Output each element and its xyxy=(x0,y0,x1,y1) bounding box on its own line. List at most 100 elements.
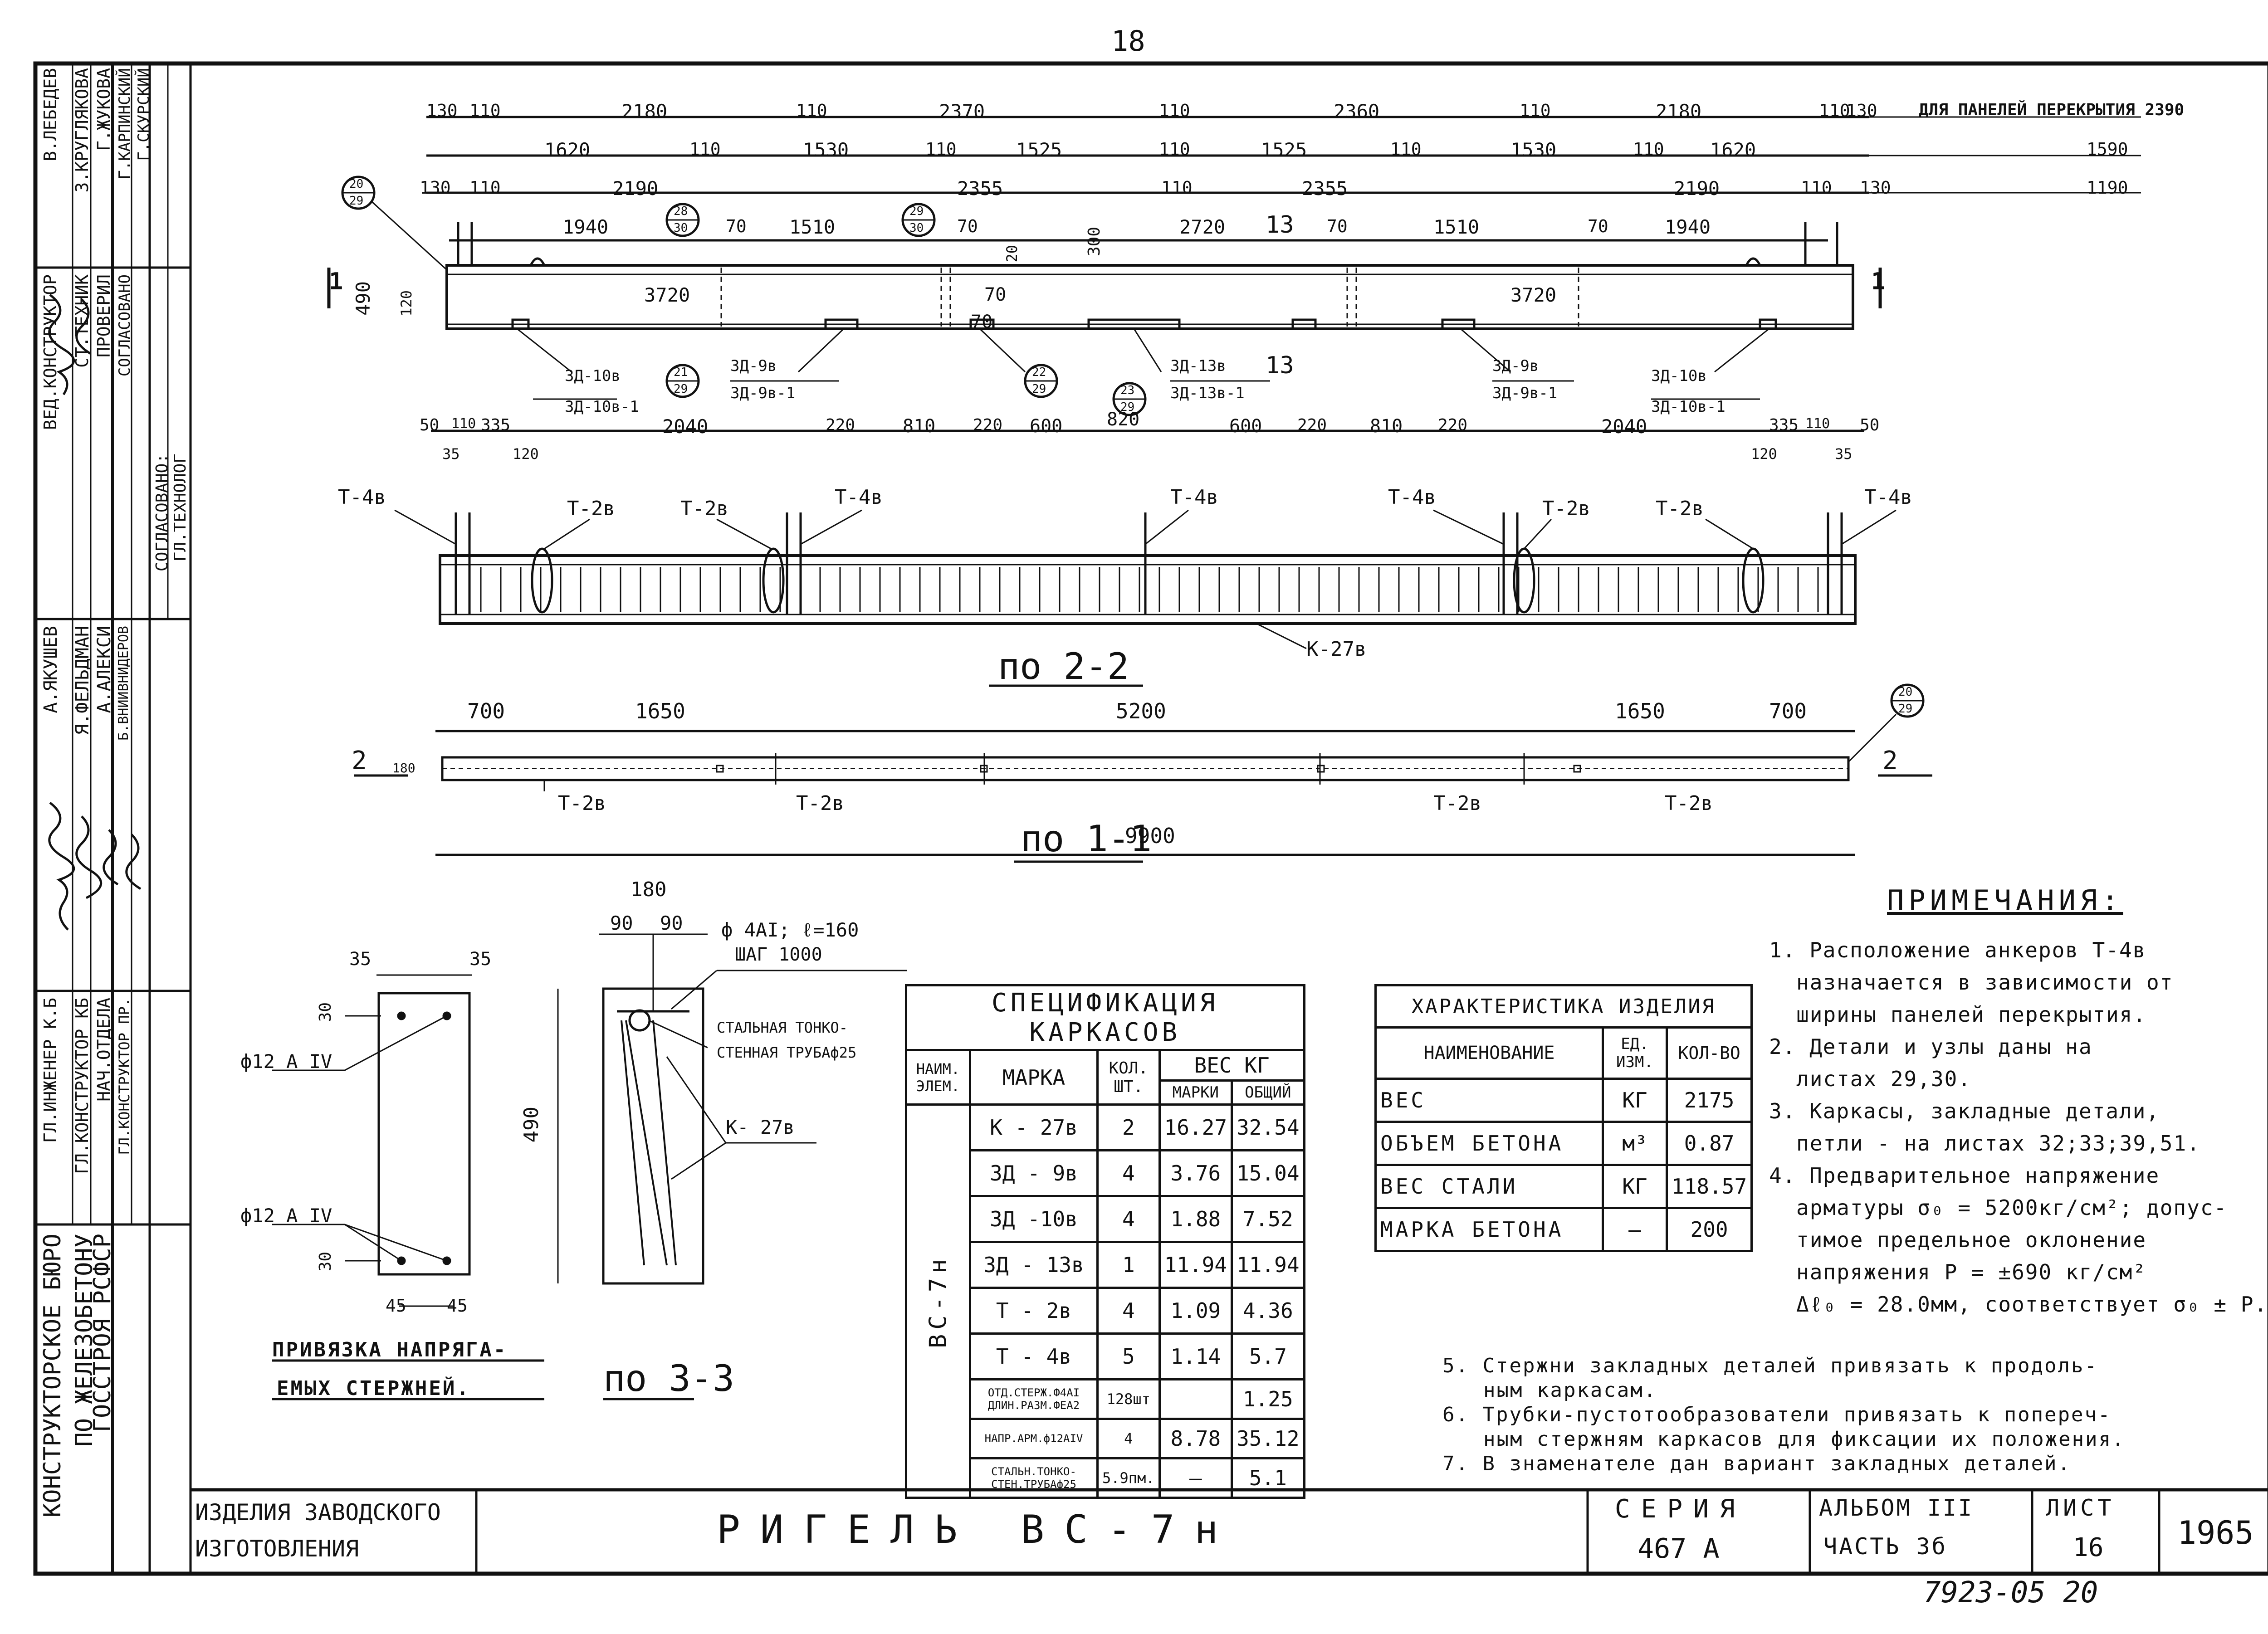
dim-2190: 2190 xyxy=(612,177,659,200)
dim-2360-top: 2360 xyxy=(1334,100,1380,122)
char-h-unit: ЕД. ИЗМ. xyxy=(1602,1026,1668,1080)
bubble-29c: 29 xyxy=(674,382,688,396)
s33-dim-490: 490 xyxy=(520,1107,543,1143)
s33-note-step: ШАГ 1000 xyxy=(735,944,822,965)
tb-sheet-label: ЛИСТ xyxy=(2046,1495,2115,1521)
spec-qty: 5.9пм. xyxy=(1096,1457,1161,1499)
t2v-4: Т-2в xyxy=(1656,497,1704,520)
role-chief-engineer: ГЛ.ИНЖЕНЕР К.Б xyxy=(40,998,60,1143)
dim-130-r3: 130 xyxy=(420,178,451,198)
spec-qty: 5 xyxy=(1096,1332,1161,1380)
s33-note-phi4: ф 4АI; ℓ=160 xyxy=(721,919,859,941)
caption-section-1-1: по 1-1 xyxy=(1021,818,1152,860)
note-line: Δℓ₀ = 28.0мм, соответствует σ₀ ± P. xyxy=(1796,1292,2268,1317)
dim-1530-2: 1530 xyxy=(1510,139,1557,161)
dim-b-810: 810 xyxy=(903,416,936,437)
dim-b-810-2: 810 xyxy=(1370,416,1403,437)
plan-cut-left: 2 xyxy=(352,746,367,776)
dim-110-top-2: 110 xyxy=(796,101,827,121)
char-qty: 200 xyxy=(1665,1207,1753,1252)
part-3d-13v-1: 3Д-13в-1 xyxy=(1170,384,1245,402)
spec-mark: СТАЛЬН.ТОНКО-СТЕН.ТРУБАф25 xyxy=(969,1457,1099,1499)
char-name: МАРКА БЕТОНА xyxy=(1374,1207,1604,1252)
dim-130-r3-2: 130 xyxy=(1860,178,1891,198)
char-table: ХАРАКТЕРИСТИКА ИЗДЕЛИЯ НАИМЕНОВАНИЕ ЕД. … xyxy=(1374,984,1753,1252)
part-3d-9v: 3Д-9в xyxy=(730,357,777,375)
dim-1940: 1940 xyxy=(562,216,609,238)
role-dept-head: НАЧ.ОТДЕЛА xyxy=(94,998,114,1102)
bubble-29e: 29 xyxy=(1120,400,1135,414)
spec-weight-total: 1.25 xyxy=(1231,1378,1305,1420)
bubble-30b: 30 xyxy=(909,221,924,235)
part-3d-10v-1-b: 3Д-10в-1 xyxy=(1651,398,1725,416)
bubble-29: 29 xyxy=(349,194,364,208)
dim-b-600: 600 xyxy=(1030,416,1063,437)
notes-title: ПРИМЕЧАНИЯ: xyxy=(1887,884,2123,917)
dim-1510-2: 1510 xyxy=(1433,216,1480,238)
spec-weight-mark: 11.94 xyxy=(1158,1241,1233,1289)
note-wide-line: 6. Трубки-пустотообразователи привязать … xyxy=(1442,1403,2112,1426)
char-qty: 2175 xyxy=(1665,1078,1753,1123)
spec-mark: НАПР.АРМ.ф12АIV xyxy=(969,1418,1099,1459)
dim-1620: 1620 xyxy=(544,139,591,161)
s33-tube-2: СТЕННАЯ ТРУБАф25 xyxy=(717,1044,857,1061)
note-line: напряжения P = ±690 кг/см² xyxy=(1796,1260,2147,1284)
page-number: 18 xyxy=(1111,24,1145,58)
dim-1530: 1530 xyxy=(803,139,849,161)
tb-part: ЧАСТЬ 3б xyxy=(1823,1533,1947,1560)
spec-qty: 128шт xyxy=(1096,1378,1161,1420)
signatures xyxy=(48,294,142,931)
stamp-number: 7923-05 20 xyxy=(1923,1576,2098,1610)
spec-h-wtotal: ОБЩИЙ xyxy=(1231,1079,1305,1106)
name-lebedev: В.ЛЕБЕДЕВ xyxy=(40,68,60,161)
spec-qty: 4 xyxy=(1096,1418,1161,1459)
char-h-name: НАИМЕНОВАНИЕ xyxy=(1374,1026,1604,1080)
dim-b-50: 50 xyxy=(420,416,440,434)
tb-series-label: СЕРИЯ xyxy=(1615,1494,1746,1524)
agreed-label: СОГЛАСОВАНО: xyxy=(153,454,171,572)
spec-table: СПЕЦИФИКАЦИЯ КАРКАСОВ НАИМ. ЭЛЕМ. МАРКА … xyxy=(905,984,1305,1499)
s33-dim-90: 90 xyxy=(610,912,633,934)
dim-s-35: 35 xyxy=(442,445,460,463)
dim-1525-2: 1525 xyxy=(1261,139,1307,161)
name-kruglyakova: З.КРУГЛЯКОВА xyxy=(72,68,92,193)
dim-2190-2: 2190 xyxy=(1674,177,1720,200)
dim-s-120: 120 xyxy=(513,445,539,463)
spec-h-qty: КОЛ. ШТ. xyxy=(1096,1049,1161,1106)
name-zhukova: Г.ЖУКОВА xyxy=(94,68,114,151)
part-3d-10v-b: 3Д-10в xyxy=(1651,367,1707,385)
t4v-3: Т-4в xyxy=(1170,486,1218,509)
dim-2355-2: 2355 xyxy=(1302,177,1348,200)
spec-title: СПЕЦИФИКАЦИЯ КАРКАСОВ xyxy=(905,984,1305,1051)
dim-b-220-2: 220 xyxy=(973,416,1003,434)
dim-110-top-5: 110 xyxy=(1819,101,1850,121)
dim-b-335: 335 xyxy=(481,416,511,434)
part-3d-13v: 3Д-13в xyxy=(1170,357,1226,375)
role-chief-designer: ГЛ.КОНСТРУКТОР КБ xyxy=(72,998,92,1174)
dim-110-top-4: 110 xyxy=(1520,101,1551,121)
plan-total-9900: 9900 xyxy=(1125,824,1175,848)
bubble-20: 20 xyxy=(349,177,364,191)
spec-weight-total: 11.94 xyxy=(1231,1241,1305,1289)
part-3d-10v-1: 3Д-10в-1 xyxy=(565,398,639,416)
dim-70-mid-2: 70 xyxy=(971,312,993,332)
plan-bubble-20: 20 xyxy=(1898,685,1913,699)
spec-weight-mark: 16.27 xyxy=(1158,1103,1233,1151)
spec-qty: 1 xyxy=(1096,1241,1161,1289)
caption-section-2-2: по 2-2 xyxy=(998,645,1129,688)
note-wide-line: 5. Стержни закладных деталей привязать к… xyxy=(1442,1354,2098,1377)
dim-110-r2-5: 110 xyxy=(1633,139,1664,159)
spec-qty: 4 xyxy=(1096,1287,1161,1335)
note-line: ширины панелей перекрытия. xyxy=(1796,1002,2147,1027)
dim-2180-top-2: 2180 xyxy=(1656,100,1702,122)
dim-b-220-4: 220 xyxy=(1438,416,1468,434)
s33-tube-1: СТАЛЬНАЯ ТОНКО- xyxy=(717,1019,848,1036)
dim-s-120-2: 120 xyxy=(1751,445,1777,463)
dim-70-c: 70 xyxy=(1327,216,1348,236)
